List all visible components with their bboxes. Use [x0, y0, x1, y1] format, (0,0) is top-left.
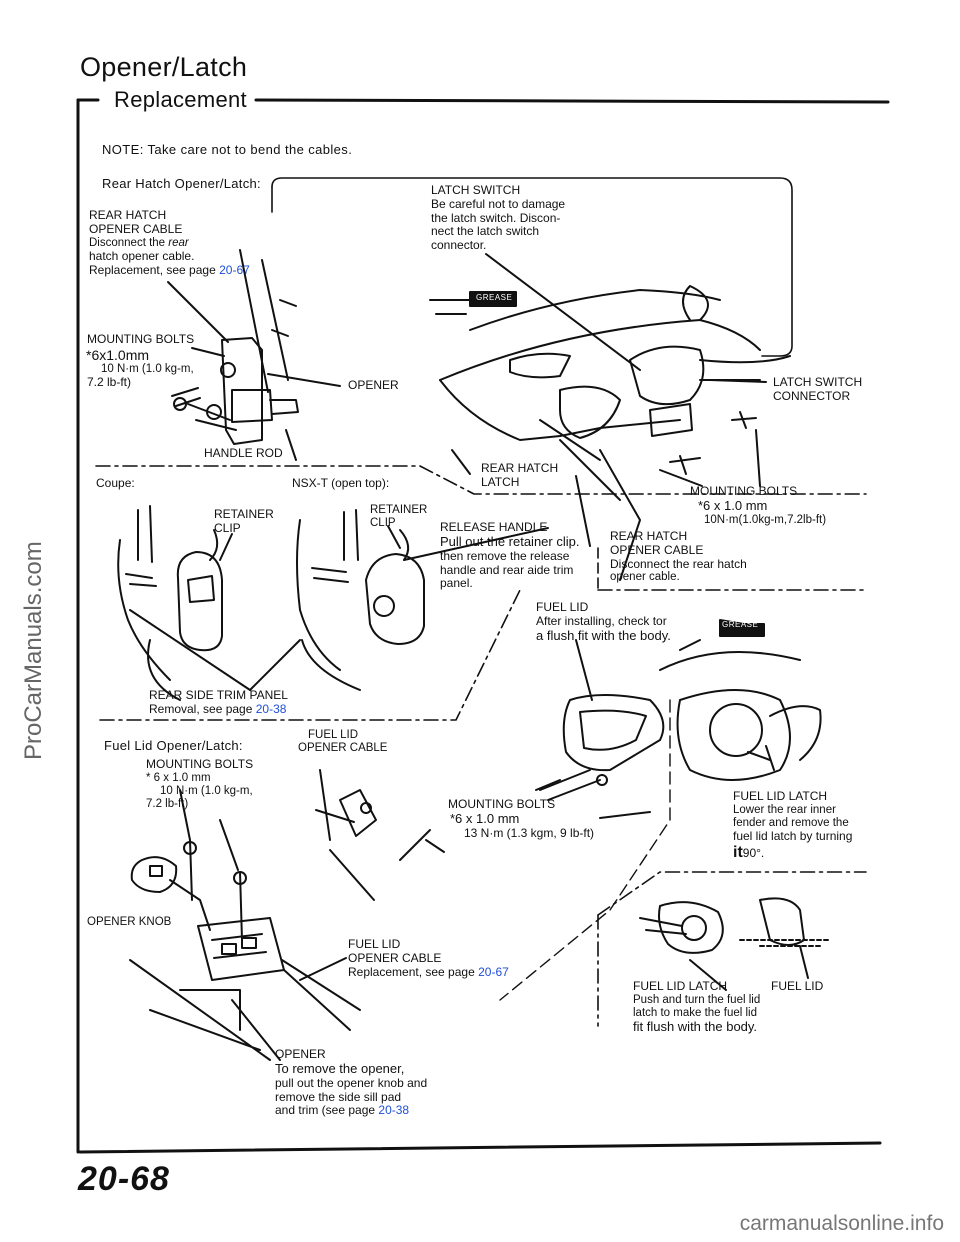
retainer-clip-coupe-label: RETAINER CLIP — [214, 507, 274, 535]
opener-knob-label: OPENER KNOB — [87, 916, 172, 928]
retainer-clip-nsx-label: RETAINER CLIP — [370, 504, 428, 530]
rear-hatch-heading: Rear Hatch Opener/Latch: — [102, 176, 261, 191]
fuel-lid-cable-bottom-label: FUEL LID OPENER CABLE Replacement, see p… — [348, 937, 509, 979]
mounting-bolts-opener-fuel-label: MOUNTING BOLTS * 6 x 1.0 mm 10 N·m (1.0 … — [146, 757, 254, 811]
handle-rod-label: HANDLE ROD — [204, 446, 283, 460]
rear-side-trim-panel-label: REAR SIDE TRIM PANEL Removal, see page 2… — [149, 688, 288, 716]
fuel-lid-note-label: FUEL LID After installing, check tor a f… — [536, 600, 671, 643]
fuel-lid-latch-remove-label: FUEL LID LATCH Lower the rear inner fend… — [733, 789, 853, 862]
opener-label: OPENER — [348, 378, 399, 392]
page-link-20-38[interactable]: 20-38 — [255, 701, 287, 716]
fuel-lid-heading: Fuel Lid Opener/Latch: — [104, 738, 243, 753]
page-link-20-67-fuel[interactable]: 20-67 — [478, 964, 509, 979]
page-number: 20-68 — [78, 1160, 170, 1198]
mounting-bolts-latch-label: MOUNTING BOLTS *6 x 1.0 mm 10N·m(1.0kg-m… — [690, 484, 827, 526]
section-title: Replacement — [114, 87, 247, 112]
note-text: NOTE: Take care not to bend the cables. — [102, 142, 353, 157]
watermark-carmanualsonline: carmanualsonline.info — [739, 1212, 944, 1235]
page-title: Opener/Latch — [80, 52, 248, 82]
grease-tag-latch: GREASE — [476, 293, 513, 302]
coupe-label: Coupe: — [96, 476, 135, 490]
rear-hatch-cable-right-label: REAR HATCH OPENER CABLE Disconnect the r… — [610, 529, 747, 584]
mounting-bolts-opener-label: MOUNTING BOLTS *6x1.0mm 10 N·m (1.0 kg-m… — [86, 332, 195, 390]
page-link-20-67[interactable]: 20-67 — [219, 262, 250, 277]
latch-switch-connector-label: LATCH SWITCH CONNECTOR — [773, 375, 863, 403]
mounting-bolts-fuel-lid-label: MOUNTING BOLTS *6 x 1.0 mm 13 N·m (1.3 k… — [448, 797, 595, 840]
fuel-lid-opener-label: OPENER To remove the opener, pull out th… — [275, 1047, 428, 1118]
grease-tag-fuel-lid: GREASE — [722, 620, 759, 629]
watermark-procarmanuals: ProCarManuals.com — [20, 541, 47, 760]
rear-hatch-latch-label: REAR HATCH LATCH — [481, 461, 559, 489]
page-link-20-38-fuel[interactable]: 20-38 — [378, 1103, 410, 1118]
release-handle-label: RELEASE HANDLE Pull out the retainer cli… — [440, 520, 580, 591]
nsx-t-label: NSX-T (open top): — [292, 476, 390, 490]
latch-switch-label: LATCH SWITCH Be careful not to damage th… — [431, 183, 566, 253]
fuel-lid-cable-top-label: FUEL LID OPENER CABLE — [298, 729, 388, 755]
rear-hatch-cable-label: REAR HATCH OPENER CABLE Disconnect the r… — [89, 208, 250, 277]
